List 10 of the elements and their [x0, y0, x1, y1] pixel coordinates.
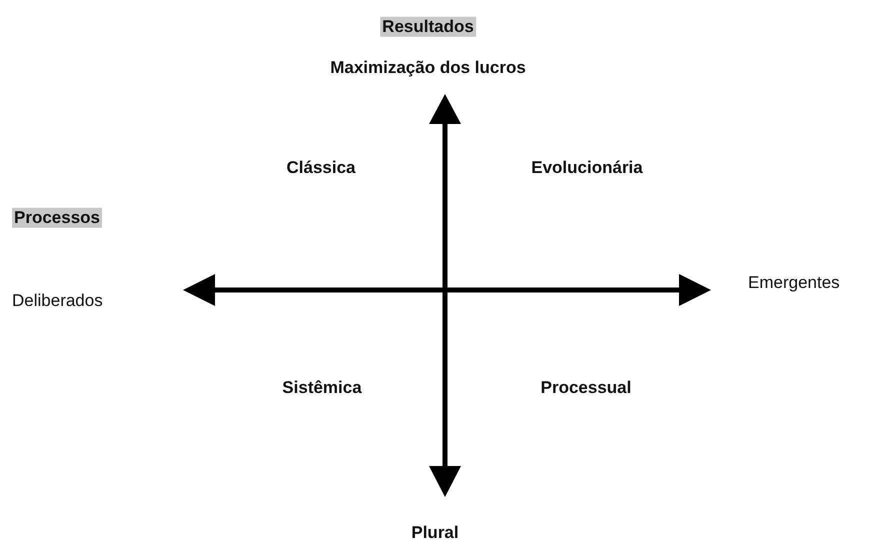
quadrant-label: Evolucionária [531, 158, 643, 178]
axis-title: Processos [12, 208, 102, 228]
axis-end-label: Emergentes [748, 272, 840, 294]
quadrant-label: Clássica [286, 158, 356, 178]
axis-title: Resultados [380, 16, 476, 38]
quadrant-label: Processual [540, 378, 632, 398]
axis-end-label: Maximização dos lucros [330, 58, 526, 78]
quadrant-label: Sistêmica [282, 378, 362, 398]
axis-end-label: Deliberados [12, 290, 103, 312]
axis-end-label: Plural [411, 522, 459, 542]
